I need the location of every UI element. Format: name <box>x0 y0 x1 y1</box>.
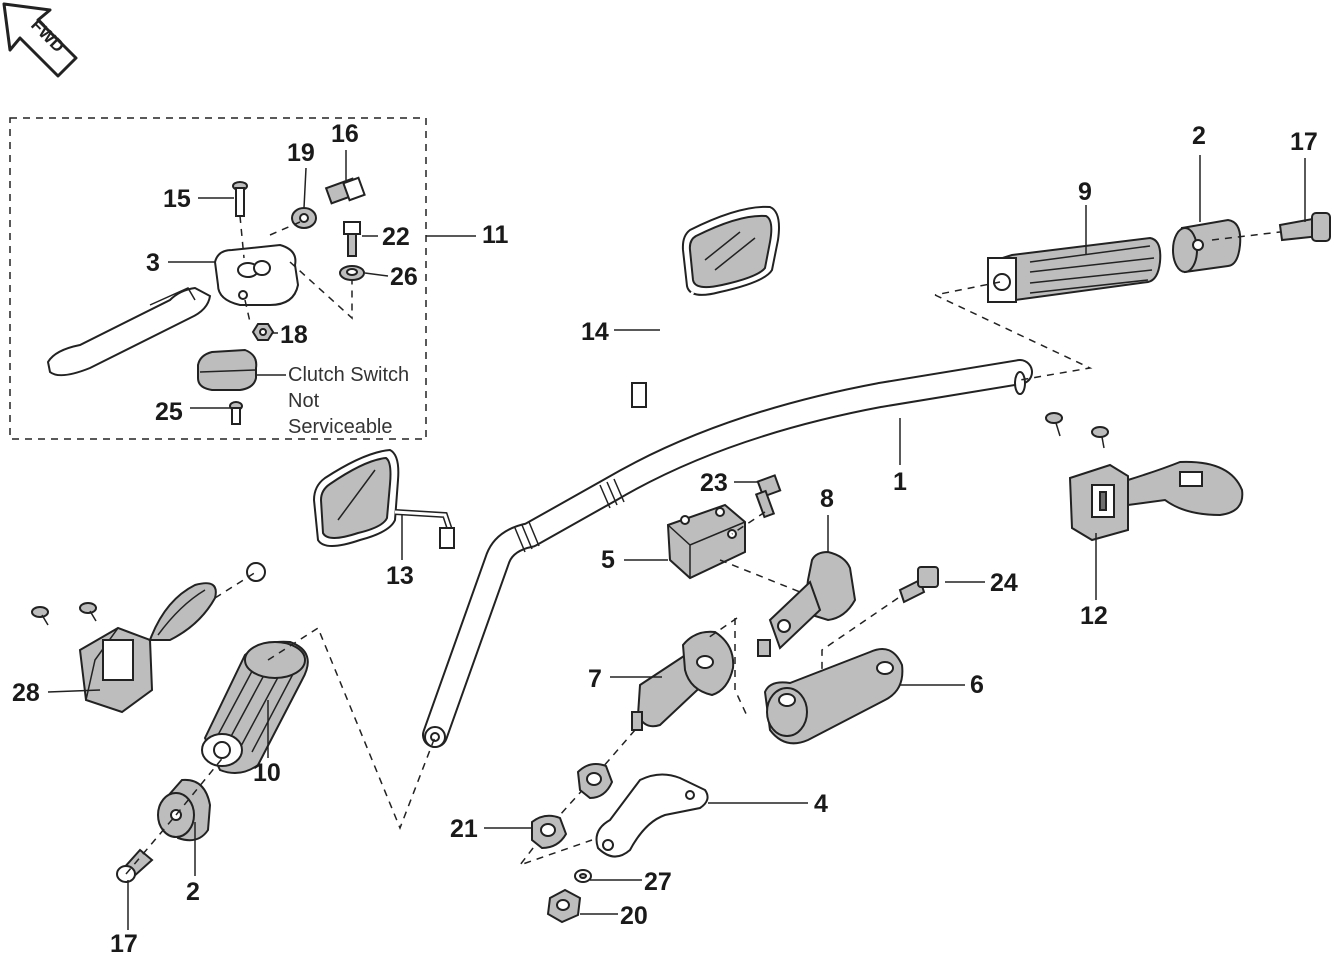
right-end-weight <box>1172 218 1242 274</box>
callout-28: 28 <box>12 679 40 707</box>
left-switch-screws <box>31 602 97 626</box>
right-switch-screws <box>1045 412 1109 449</box>
callout-4: 4 <box>814 790 828 818</box>
right-mirror <box>631 205 780 408</box>
fwd-arrow-icon: FWD <box>2 2 78 78</box>
screw-25 <box>229 401 243 425</box>
callout-24: 24 <box>990 569 1018 597</box>
clutch-lever <box>46 286 212 377</box>
lever-bracket <box>213 243 300 306</box>
adjuster-19 <box>291 207 317 229</box>
callout-20: 20 <box>620 902 648 930</box>
note-line-3: Serviceable <box>288 416 393 438</box>
left-grip <box>201 640 309 775</box>
washer-26 <box>339 265 365 281</box>
screw-15 <box>232 181 248 217</box>
callout-9: 9 <box>1078 178 1092 206</box>
callout-1: 1 <box>893 468 907 496</box>
bolt-24 <box>898 566 939 604</box>
left-end-screw <box>116 848 154 883</box>
callout-26: 26 <box>390 263 418 291</box>
bolt-22 <box>343 221 361 257</box>
nut-18 <box>251 323 275 341</box>
washer-27 <box>574 869 592 883</box>
riser-7 <box>631 630 735 731</box>
callout-13: 13 <box>386 562 414 590</box>
nut-20 <box>546 888 582 924</box>
callout-7: 7 <box>588 665 602 693</box>
callout-22: 22 <box>382 223 410 251</box>
callout-23: 23 <box>700 469 728 497</box>
right-switch-housing <box>1068 460 1244 542</box>
callout-18: 18 <box>280 321 308 349</box>
clutch-switch-note: Clutch Switch Not Serviceable <box>288 362 409 440</box>
callout-17-left: 17 <box>110 930 138 958</box>
callout-25: 25 <box>155 398 183 426</box>
left-mirror <box>312 448 455 549</box>
callout-15: 15 <box>163 185 191 213</box>
callout-12: 12 <box>1080 602 1108 630</box>
left-switch-housing <box>78 562 266 714</box>
callout-19: 19 <box>287 139 315 167</box>
callout-27: 27 <box>644 868 672 896</box>
right-grip-dash <box>934 281 1093 381</box>
callout-6: 6 <box>970 671 984 699</box>
callout-10: 10 <box>253 759 281 787</box>
callout-2-right: 2 <box>1192 122 1206 150</box>
bolt-23 <box>754 474 782 519</box>
riser-8 <box>757 550 857 657</box>
callout-17-right: 17 <box>1290 128 1318 156</box>
callout-5: 5 <box>601 546 615 574</box>
left-grip-dash <box>267 626 436 831</box>
note-line-2: Not <box>288 390 320 412</box>
callout-16: 16 <box>331 120 359 148</box>
lower-clamp-6 <box>763 648 904 745</box>
clutch-switch <box>197 348 258 391</box>
lever-assembly-box <box>9 117 427 440</box>
callout-2-left: 2 <box>186 878 200 906</box>
right-grip <box>987 236 1162 303</box>
callout-8: 8 <box>820 485 834 513</box>
callout-11: 11 <box>482 221 509 249</box>
callout-14: 14 <box>581 318 609 346</box>
bracket-4 <box>595 773 709 858</box>
top-clamp-5 <box>666 503 746 580</box>
bushing-21 <box>531 814 568 850</box>
bushing-upper-21 <box>576 763 614 800</box>
leader-lines <box>47 150 1306 930</box>
callout-21: 21 <box>450 815 478 843</box>
left-end-weight <box>157 778 212 842</box>
callout-3: 3 <box>146 249 160 277</box>
note-line-1: Clutch Switch <box>288 364 410 386</box>
handlebar-tube <box>422 359 1033 748</box>
bolt-16 <box>324 176 366 205</box>
